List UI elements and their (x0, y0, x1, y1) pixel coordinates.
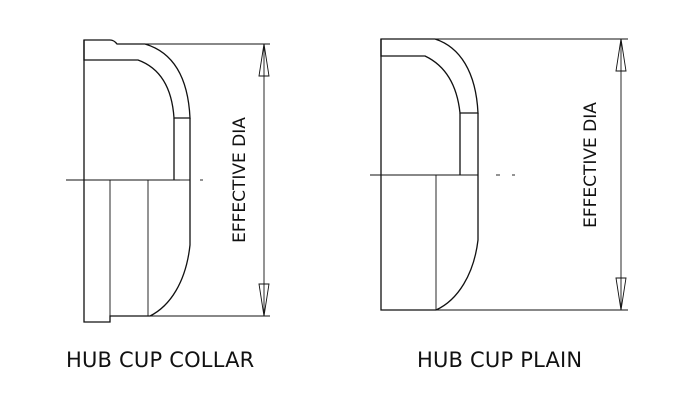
hub-cup-plain-figure: EFFECTIVE DIA (370, 38, 628, 311)
hub-cup-plain-caption: HUB CUP PLAIN (417, 348, 583, 372)
hub-cup-collar-figure: EFFECTIVE DIA (66, 39, 270, 323)
collar-hatched-section (83, 39, 191, 119)
collar-arrow-top (258, 43, 270, 77)
collar-dimension-label: EFFECTIVE DIA (230, 117, 250, 243)
plain-outer-profile (380, 39, 479, 311)
plain-hatched-section (380, 38, 479, 114)
hub-cup-collar-caption: HUB CUP COLLAR (66, 348, 255, 372)
plain-arrow-bottom (615, 277, 627, 311)
collar-outer-profile (83, 40, 191, 323)
plain-dimension-label: EFFECTIVE DIA (581, 102, 601, 228)
collar-arrow-bottom (258, 283, 270, 317)
plain-arrow-top (615, 38, 627, 72)
